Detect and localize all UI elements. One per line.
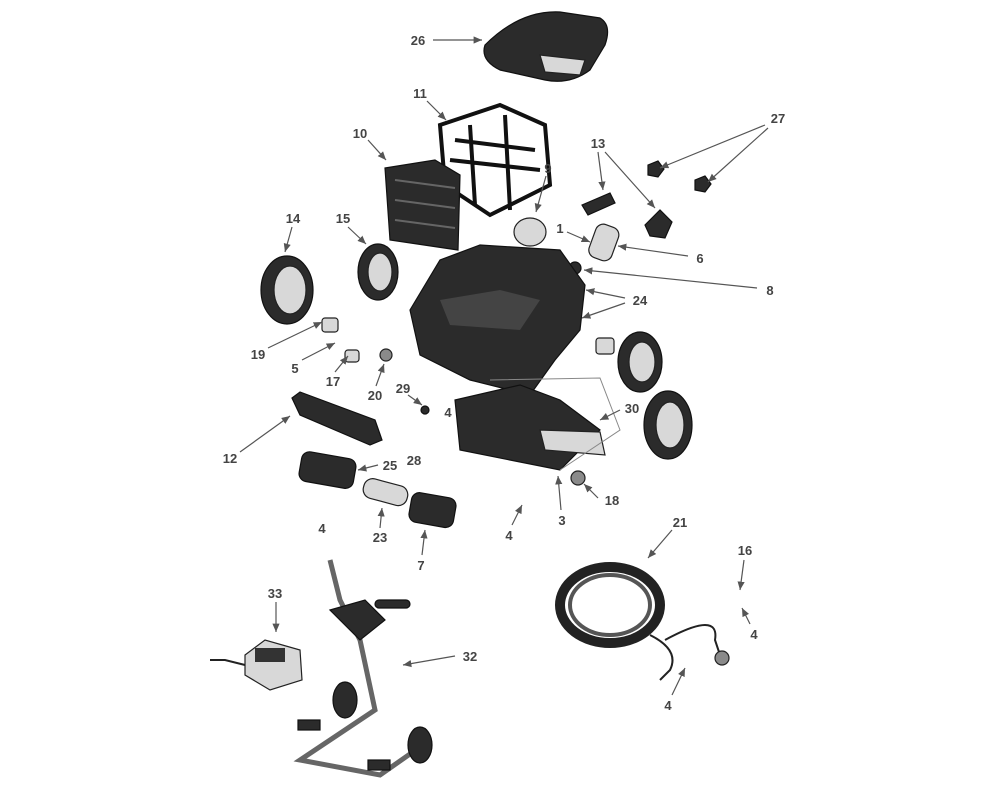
callout-8: 8 <box>766 283 773 298</box>
callout-21: 21 <box>673 515 687 530</box>
callout-23: 23 <box>373 530 387 545</box>
callout-25: 25 <box>383 458 397 473</box>
part-brush-25 <box>298 451 357 489</box>
part-bottom-plate <box>539 429 606 456</box>
part-30-outline <box>489 377 621 471</box>
callout-15: 15 <box>336 211 350 226</box>
callout-12: 12 <box>223 451 237 466</box>
part-bushing-17 <box>344 349 360 363</box>
part-18 <box>570 470 586 486</box>
callout-5: 5 <box>291 361 298 376</box>
callouts: 26 11 10 27 13 9 14 15 1 6 8 24 19 5 17 … <box>223 33 785 713</box>
callout-17: 17 <box>326 374 340 389</box>
part-impeller <box>513 217 547 247</box>
part-hub-right <box>595 337 615 355</box>
callout-27: 27 <box>771 111 785 126</box>
part-wheel-right-1 <box>617 331 663 393</box>
part-wheel-right-2 <box>643 390 693 460</box>
callout-4-e: 4 <box>664 698 672 713</box>
part-brush-7 <box>408 492 457 529</box>
callout-4-c: 4 <box>505 528 513 543</box>
part-handle-pieces <box>581 192 673 239</box>
leader-lines <box>239 36 769 696</box>
part-roller-23 <box>362 478 409 507</box>
callout-24: 24 <box>633 293 648 308</box>
callout-14: 14 <box>286 211 301 226</box>
callout-3: 3 <box>558 513 565 528</box>
part-power-supply <box>210 639 303 691</box>
part-motor <box>588 223 620 262</box>
callout-32: 32 <box>463 649 477 664</box>
part-bushing-20 <box>379 348 393 362</box>
callout-6: 6 <box>696 251 703 266</box>
part-hub-19 <box>321 317 339 333</box>
callout-1: 1 <box>556 221 563 236</box>
callout-7: 7 <box>417 558 424 573</box>
part-filter-cage <box>437 102 553 218</box>
part-cable <box>555 562 730 681</box>
callout-9: 9 <box>544 161 551 176</box>
callout-16: 16 <box>738 543 752 558</box>
callout-33: 33 <box>268 586 282 601</box>
callout-18: 18 <box>605 493 619 508</box>
part-bumper <box>291 391 383 446</box>
callout-19: 19 <box>251 347 265 362</box>
part-wheel-14 <box>260 255 314 325</box>
part-29 <box>420 405 430 415</box>
callout-4-b: 4 <box>318 521 326 536</box>
part-caddy <box>293 559 433 778</box>
part-filter-panel <box>384 159 461 251</box>
part-clips <box>647 160 712 193</box>
callout-13: 13 <box>591 136 605 151</box>
part-top-cover <box>483 11 609 82</box>
callout-29: 29 <box>396 381 410 396</box>
callout-10: 10 <box>353 126 367 141</box>
callout-4-a: 4 <box>444 405 452 420</box>
callout-26: 26 <box>411 33 425 48</box>
callout-30: 30 <box>625 401 639 416</box>
part-wheel-15 <box>357 243 399 301</box>
callout-28: 28 <box>407 453 421 468</box>
callout-11: 11 <box>413 86 427 101</box>
callout-4-d: 4 <box>750 627 758 642</box>
callout-20: 20 <box>368 388 382 403</box>
